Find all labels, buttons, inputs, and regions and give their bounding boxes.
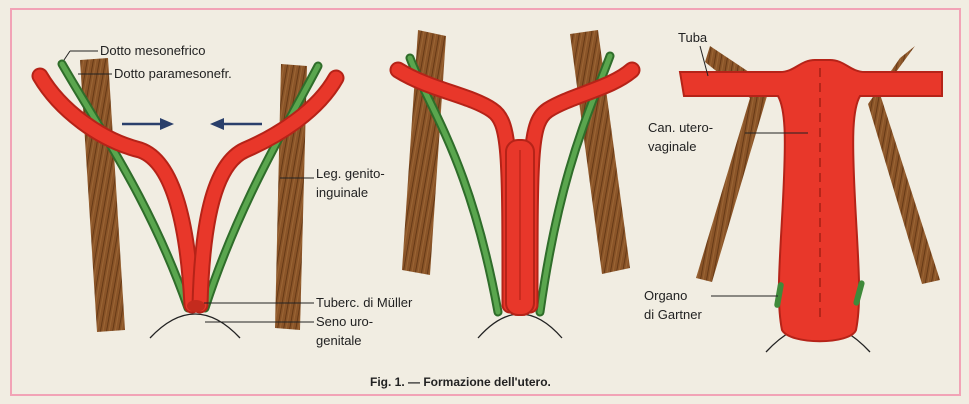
- label-seno-uro-2: genitale: [316, 333, 362, 348]
- panel-2: [398, 30, 632, 338]
- figure-caption: Fig. 1. — Formazione dell'utero.: [370, 375, 551, 389]
- panel-1: Dotto mesonefrico Dotto paramesonefr. Le…: [40, 43, 413, 348]
- urogenital-sinus-arc: [150, 314, 240, 338]
- panel-3: Tuba Can. utero- vaginale Organo di Gart…: [644, 30, 942, 352]
- arrow-left-icon: [210, 118, 262, 130]
- label-dotto-mesonefrico: Dotto mesonefrico: [100, 43, 206, 58]
- label-dotto-paramesonefr: Dotto paramesonefr.: [114, 66, 232, 81]
- arrow-right-icon: [122, 118, 174, 130]
- urogenital-sinus-arc-2: [478, 314, 562, 338]
- label-leg-genito-1: Leg. genito-: [316, 166, 385, 181]
- muller-tubercle: [187, 300, 205, 312]
- label-seno-uro-1: Seno uro-: [316, 314, 373, 329]
- label-organo-1: Organo: [644, 288, 687, 303]
- label-can-utero-2: vaginale: [648, 139, 696, 154]
- label-tuberc-muller: Tuberc. di Müller: [316, 295, 413, 310]
- label-can-utero-1: Can. utero-: [648, 120, 713, 135]
- label-tuba: Tuba: [678, 30, 708, 45]
- label-leg-genito-2: inguinale: [316, 185, 368, 200]
- label-organo-2: di Gartner: [644, 307, 702, 322]
